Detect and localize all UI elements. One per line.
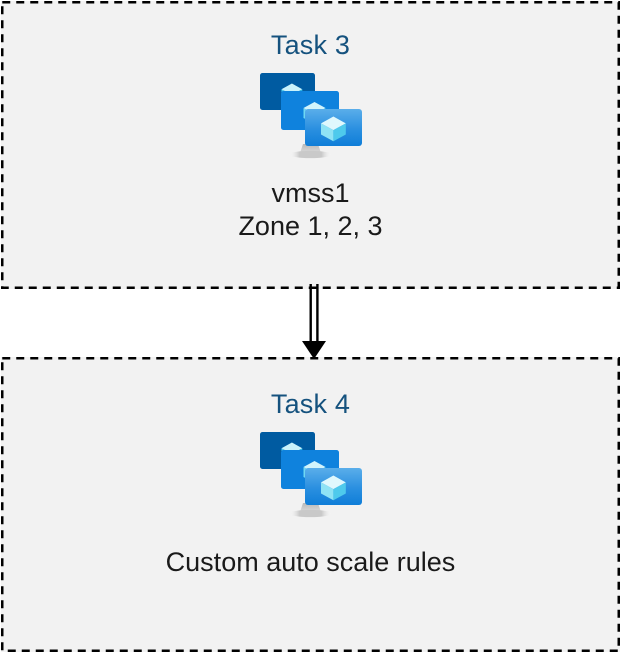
task-caption: Custom auto scale rules [166, 546, 456, 579]
task-caption: vmss1 Zone 1, 2, 3 [238, 177, 382, 243]
task-heading: Task 3 [270, 30, 351, 60]
caption-line: Custom auto scale rules [165, 547, 456, 577]
virtual-machine-scale-set-icon [259, 432, 362, 518]
task-heading: Task 4 [270, 389, 351, 419]
double-line-down-arrow-icon [302, 284, 326, 359]
virtual-machine-scale-set-icon [259, 73, 362, 159]
caption-line: Zone 1, 2, 3 [238, 211, 383, 242]
task-box-task-3[interactable]: Task 3 [1, 1, 620, 289]
caption-line: vmss1 [271, 178, 350, 208]
task-box-task-4[interactable]: Task 4 [1, 357, 620, 652]
